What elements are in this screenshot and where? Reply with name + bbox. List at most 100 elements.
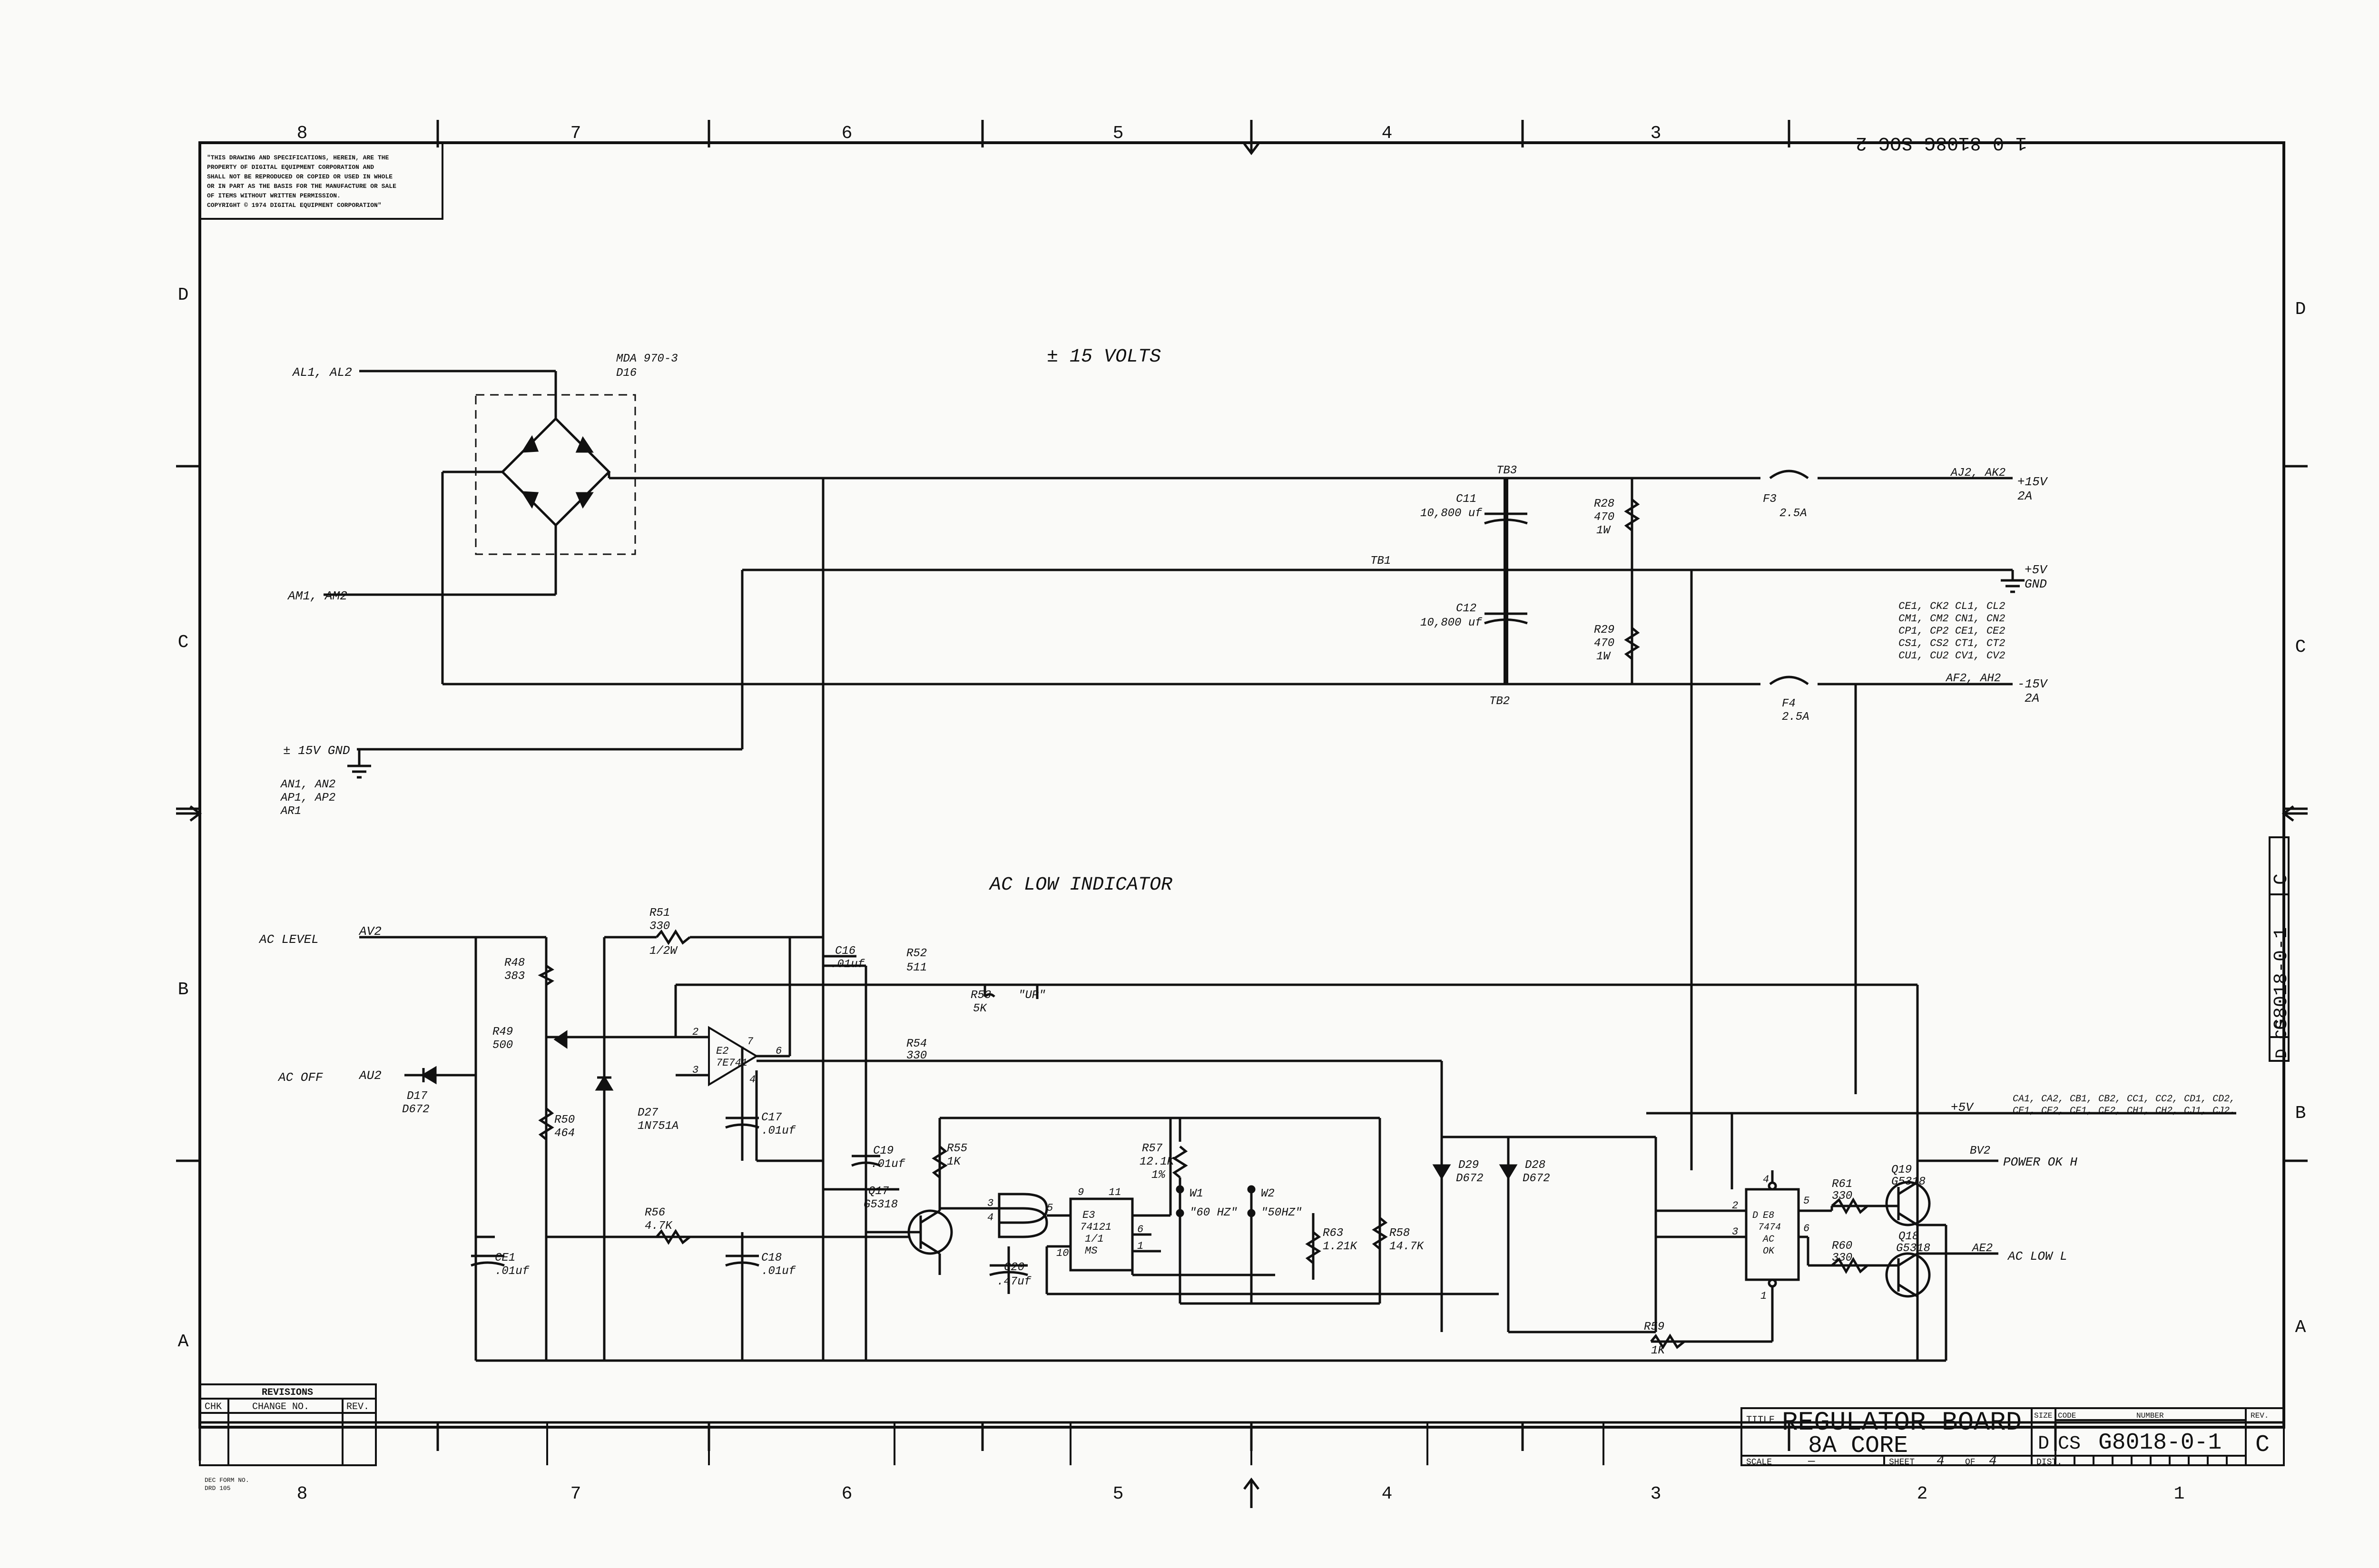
- out-p15-label: +15V: [2017, 475, 2048, 489]
- zone-col-3-bottom: 3: [1651, 1484, 1661, 1504]
- copyright-line-1: "THIS DRAWING AND SPECIFICATIONS, HEREIN…: [207, 154, 389, 161]
- out-gnd-pins-4: CS1, CS2 CT1, CT2: [1898, 637, 2005, 649]
- q17-part: G5318: [864, 1198, 898, 1211]
- input-gnd-pins-3: AR1: [280, 805, 301, 818]
- bridge-ref-label: D16: [616, 367, 637, 380]
- e3-pin-9: 9: [1078, 1186, 1084, 1198]
- revisions-col-rev: REV.: [346, 1401, 369, 1412]
- r48-value: 383: [504, 970, 525, 983]
- e8-d-label: D: [1752, 1210, 1758, 1221]
- w1-ref: W1: [1190, 1187, 1203, 1200]
- e2-pin-6: 6: [776, 1045, 782, 1057]
- out-p5-label: +5V: [2025, 563, 2048, 577]
- e3-pin-11: 11: [1109, 1186, 1121, 1198]
- r53-note: "UP": [1018, 989, 1046, 1002]
- bridge-part-label: MDA 970-3: [616, 353, 678, 365]
- copyright-line-5: OF ITEMS WITHOUT WRITTEN PERMISSION.: [207, 192, 341, 199]
- out-gnd-pins-3: CP1, CP2 CE1, CE2: [1898, 625, 2005, 637]
- input-gnd-pins-1: AN1, AN2: [280, 778, 335, 791]
- r60-ref: R60: [1832, 1240, 1852, 1253]
- e3-pin-6: 6: [1137, 1224, 1143, 1235]
- r29-value: 470: [1594, 637, 1614, 650]
- e2-ref: E2: [716, 1045, 728, 1057]
- ce1-value: .01uf: [495, 1265, 530, 1278]
- r50-value: 464: [554, 1127, 575, 1140]
- out-gnd-label: GND: [2025, 577, 2047, 591]
- zone-col-4-top: 4: [1382, 123, 1393, 144]
- w2-note: "50HZ": [1261, 1206, 1302, 1219]
- out-power-ok-pin: BV2: [1970, 1145, 1990, 1157]
- q17-ref: Q17: [868, 1185, 889, 1198]
- zone-row-d-right: D: [2295, 299, 2306, 320]
- e3-pin-1: 1: [1137, 1240, 1143, 1252]
- d27-part: 1N751A: [638, 1120, 678, 1133]
- input-gnd-label: ± 15V GND: [283, 744, 350, 758]
- e8-pin-6: 6: [1803, 1223, 1809, 1235]
- r28-value: 470: [1594, 511, 1614, 524]
- title-block-lines: [199, 142, 2290, 1466]
- f3-value: 2.5A: [1779, 507, 1807, 520]
- out-n15-current: 2A: [2025, 691, 2039, 706]
- d28-part: D672: [1523, 1172, 1550, 1185]
- zone-col-8-bottom: 8: [297, 1484, 308, 1504]
- copyright-line-3: SHALL NOT BE REPRODUCED OR COPIED OR USE…: [207, 173, 393, 180]
- drawing-size: D: [2038, 1433, 2049, 1455]
- input-ac-off-label: AC OFF: [277, 1070, 323, 1085]
- d17-part: D672: [402, 1103, 430, 1116]
- input-ac-level-label: AC LEVEL: [258, 932, 319, 947]
- out-p5-pins-2: CE1, CE2, CF1, CF2, CH1, CH2, CJ1, CJ2.: [2013, 1106, 2235, 1117]
- zone-row-c-left: C: [178, 632, 189, 653]
- power-wiring: [324, 370, 2025, 1361]
- copyright-line-6: COPYRIGHT © 1974 DIGITAL EQUIPMENT CORPO…: [207, 202, 382, 209]
- r59-value: 1K: [1651, 1344, 1665, 1357]
- r57-tolerance: 1%: [1151, 1169, 1166, 1182]
- tb2-label: TB2: [1489, 695, 1510, 708]
- q18-part: G5318: [1896, 1242, 1930, 1255]
- sheet-total: 4: [1989, 1454, 1997, 1469]
- f4-value: 2.5A: [1782, 711, 1809, 724]
- e2-part: 7E741: [716, 1057, 747, 1069]
- e3-pin-3: 3: [987, 1197, 993, 1209]
- r61-value: 330: [1832, 1190, 1852, 1203]
- r55-value: 1K: [947, 1156, 961, 1168]
- r28-ref: R28: [1594, 498, 1614, 510]
- sheet-label: SHEET: [1889, 1458, 1915, 1467]
- e3-pin-4: 4: [987, 1212, 993, 1224]
- zone-col-1-bottom: 1: [2174, 1484, 2185, 1504]
- zone-row-c-right: C: [2295, 637, 2306, 657]
- c12-value: 10,800 uf: [1420, 617, 1482, 629]
- r52-value: 511: [906, 961, 927, 974]
- revisions-col-chk: CHK: [205, 1401, 222, 1412]
- out-n15-label: -15V: [2017, 677, 2048, 691]
- e2-pin-4: 4: [749, 1074, 756, 1086]
- e8-pin-2: 2: [1732, 1200, 1738, 1212]
- out-gnd-pins-1: CE1, CK2 CL1, CL2: [1898, 600, 2005, 612]
- r54-value: 330: [906, 1049, 927, 1062]
- r57-ref: R57: [1142, 1142, 1163, 1155]
- r28-power: 1W: [1596, 524, 1611, 537]
- e3-section: 1/1: [1085, 1233, 1104, 1245]
- dec-form-code: DRD 105: [205, 1485, 231, 1492]
- w2-ref: W2: [1261, 1187, 1275, 1200]
- out-n15-pins: AF2, AH2: [1945, 672, 2001, 685]
- section-indicator-title: AC LOW INDICATOR: [988, 874, 1172, 896]
- zone-row-d-left: D: [178, 285, 189, 305]
- e8-ref: E8: [1763, 1210, 1774, 1221]
- out-p15-current: 2A: [2017, 489, 2032, 503]
- c16-value: .01uf: [830, 958, 865, 971]
- input-ac-off-pin: AU2: [358, 1068, 382, 1083]
- r54-ref: R54: [906, 1038, 927, 1050]
- out-ac-low-label: AC LOW L: [2007, 1249, 2067, 1264]
- d28-ref: D28: [1525, 1159, 1545, 1172]
- d29-ref: D29: [1458, 1159, 1479, 1172]
- r51-ref: R51: [649, 907, 670, 920]
- out-p5-pins-1: CA1, CA2, CB1, CB2, CC1, CC2, CD1, CD2,: [2013, 1094, 2235, 1105]
- zone-col-7-bottom: 7: [570, 1484, 581, 1504]
- d27-ref: D27: [638, 1107, 659, 1119]
- c19-ref: C19: [873, 1145, 894, 1157]
- zone-col-2-bottom: 2: [1917, 1484, 1928, 1504]
- zone-col-6-top: 6: [842, 123, 853, 144]
- e3-ref: E3: [1082, 1209, 1095, 1221]
- r48-ref: R48: [504, 957, 525, 970]
- r29-power: 1W: [1596, 650, 1611, 663]
